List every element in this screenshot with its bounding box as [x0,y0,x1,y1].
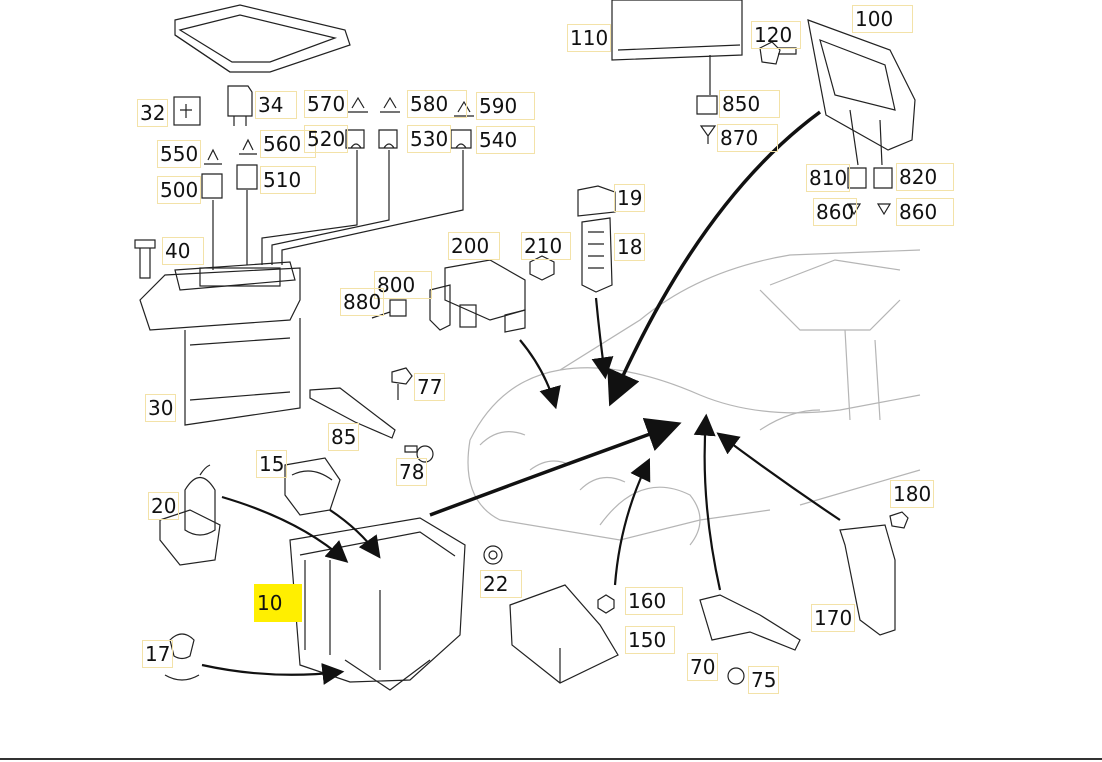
part-label-15[interactable]: 15 [256,450,288,478]
part-label-30[interactable]: 30 [145,394,177,422]
part-label-510[interactable]: 510 [260,166,316,194]
part-label-500[interactable]: 500 [157,176,202,204]
part-label-150[interactable]: 150 [625,626,675,654]
part-label-820[interactable]: 820 [896,163,954,191]
box-10-drawing [289,517,466,691]
part-label-870[interactable]: 870 [717,124,778,152]
part-label-10-selected[interactable]: 10 [254,584,302,622]
part-label-110[interactable]: 110 [567,24,612,52]
part-label-160[interactable]: 160 [625,587,683,615]
part-label-570[interactable]: 570 [304,90,349,118]
car-outline-drawing [467,249,921,546]
part-label-70[interactable]: 70 [687,653,719,681]
part-label-210[interactable]: 210 [521,232,571,260]
part-label-100[interactable]: 100 [852,5,913,33]
control-unit-cover-drawing [174,4,351,73]
part-label-19[interactable]: 19 [614,184,646,212]
part-label-810[interactable]: 810 [806,164,851,192]
part-label-530[interactable]: 530 [407,125,452,153]
part-label-22[interactable]: 22 [480,570,522,598]
bracket-85-drawing [309,367,434,463]
part-label-40[interactable]: 40 [162,237,204,265]
part-label-18[interactable]: 18 [614,233,646,261]
part-label-850[interactable]: 850 [719,90,780,118]
terminal-810-820-drawing [846,167,893,216]
part-label-860-right[interactable]: 860 [896,198,954,226]
holder-15-drawing [284,457,341,516]
cap-22-drawing [483,545,503,565]
part-label-200[interactable]: 200 [448,232,500,260]
part-label-32[interactable]: 32 [137,99,169,127]
part-label-590[interactable]: 590 [476,92,535,120]
bottom-divider [0,758,1102,760]
connector-lines [212,150,464,270]
part-label-560[interactable]: 560 [260,130,316,158]
part-label-34[interactable]: 34 [255,91,297,119]
relay-200-drawing [371,255,555,333]
bracket-170-drawing [839,511,909,636]
clip-drawing [577,185,616,293]
part-label-85[interactable]: 85 [328,423,360,451]
part-label-180[interactable]: 180 [890,480,935,508]
pump-drawing [159,464,221,566]
relay-drawing [173,85,253,126]
part-label-20[interactable]: 20 [148,492,180,520]
bracket-70-drawing [699,594,801,685]
assembly-arrows [201,110,841,685]
part-label-120[interactable]: 120 [751,21,801,49]
module-110-drawing [611,0,743,95]
part-label-17[interactable]: 17 [142,640,174,668]
part-label-860-left[interactable]: 860 [813,198,858,226]
grommet-17-drawing [164,633,200,681]
part-label-78[interactable]: 78 [396,458,428,486]
part-label-75[interactable]: 75 [748,666,780,694]
part-label-540[interactable]: 540 [476,126,535,154]
fuse-box-drawing [139,261,301,426]
control-unit-100-drawing [807,19,916,166]
bolt-drawing [134,239,156,279]
terminal-850-870-drawing [696,95,718,144]
part-label-170[interactable]: 170 [811,604,856,632]
part-label-880[interactable]: 880 [340,288,385,316]
part-label-520[interactable]: 520 [304,125,349,153]
part-label-550[interactable]: 550 [157,140,202,168]
cover-150-drawing [509,584,619,684]
part-label-77[interactable]: 77 [414,373,446,401]
terminal-drawings [201,96,474,199]
part-label-580[interactable]: 580 [407,90,467,118]
